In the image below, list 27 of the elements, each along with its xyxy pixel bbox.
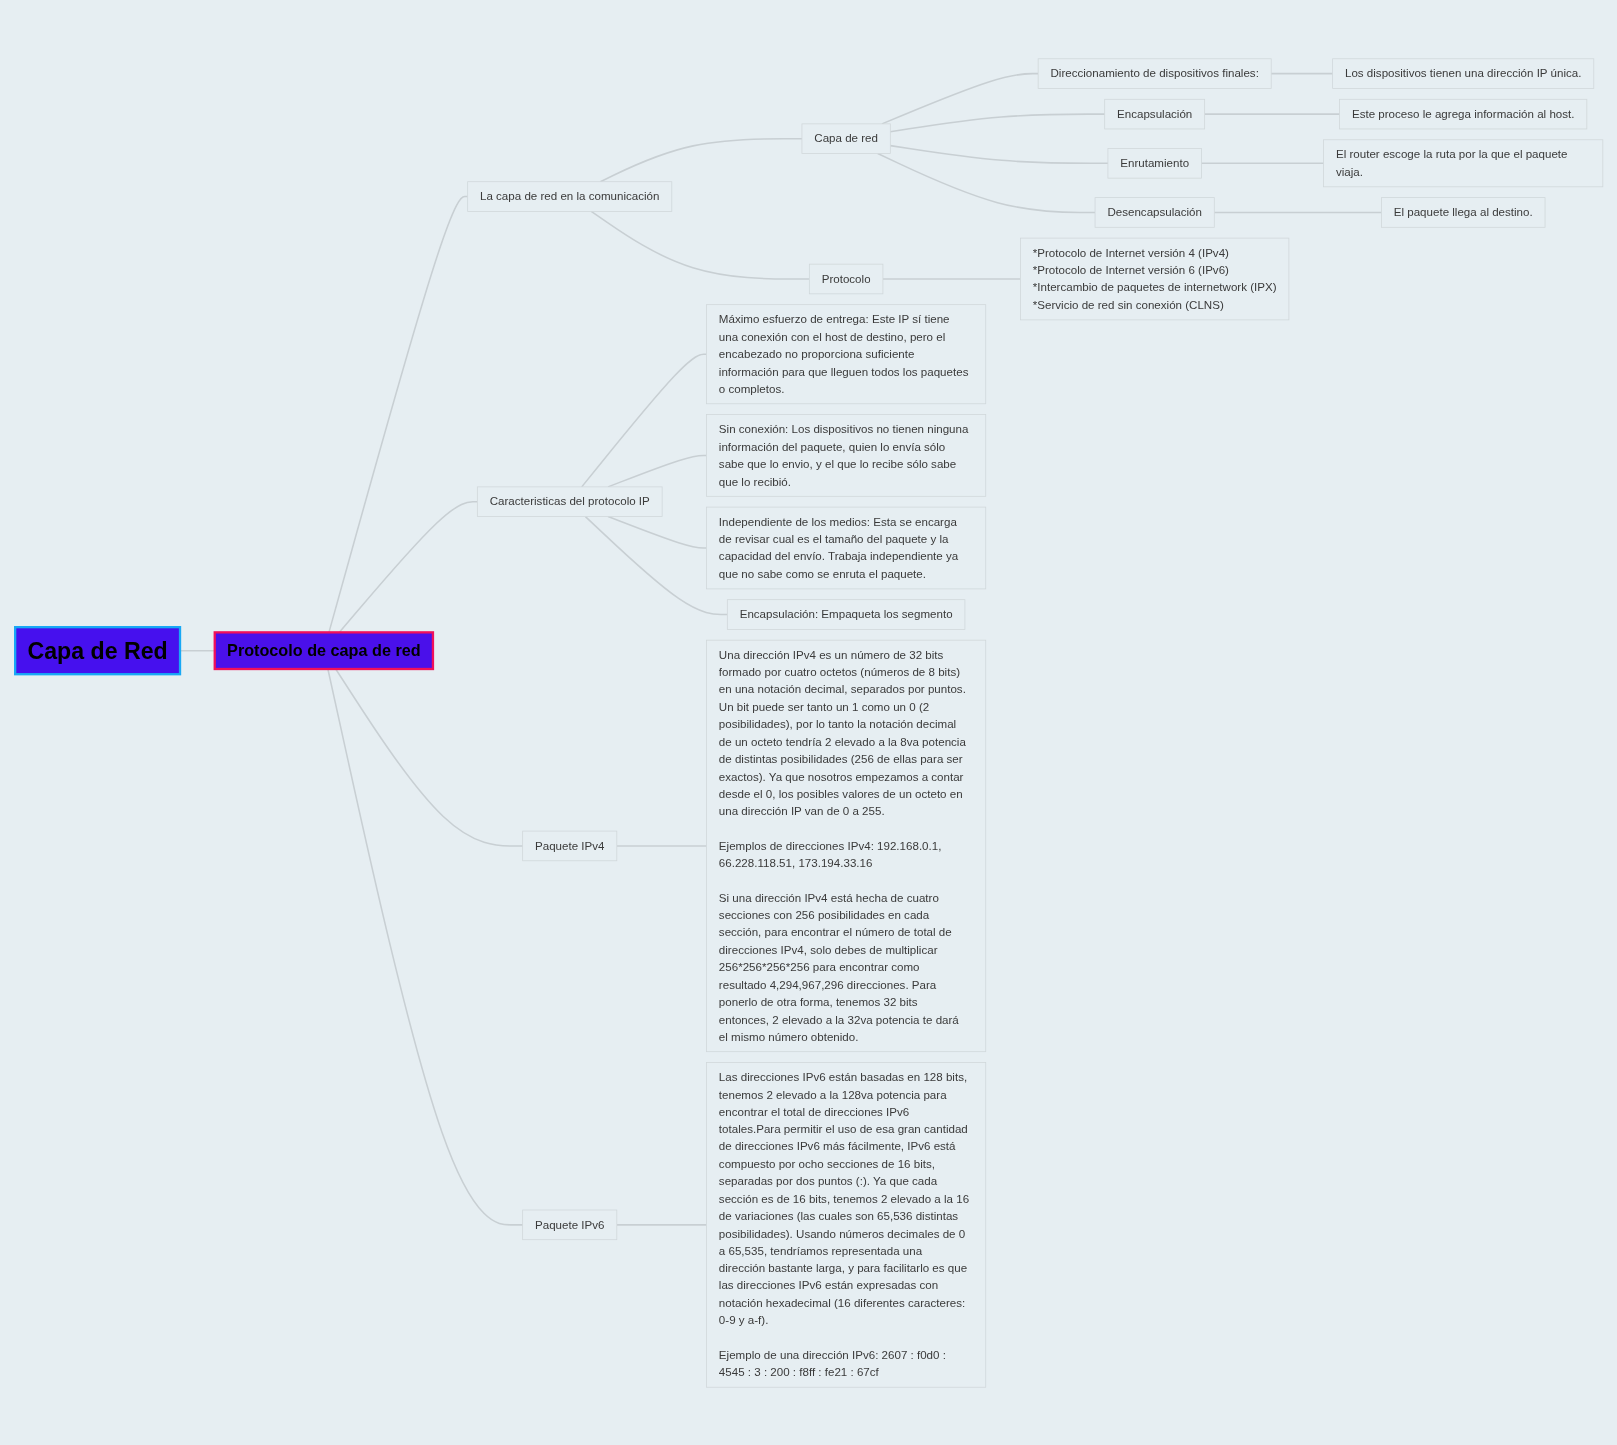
connector (584, 515, 728, 615)
node-box: Direccionamiento de dispositivos finales: (1037, 57, 1272, 89)
connector (589, 210, 810, 280)
node-box: Encapsulación: Empaqueta los segmento (726, 598, 965, 630)
node-box: Protocolo (808, 263, 883, 294)
node-box: Capa de Red (13, 625, 181, 675)
connector (876, 152, 1096, 213)
connector (889, 144, 1109, 164)
connector (599, 137, 803, 182)
node-box: El paquete llega al destino. (1380, 196, 1545, 228)
node-box: Los dispositivos tienen una dirección IP única. (1331, 57, 1594, 89)
node-box: Paquete IPv6 (521, 1209, 617, 1240)
node-box: Las direcciones IPv6 están basadas en 128 bits, tenemos 2 elevado a la 128va potencia para encontrar el total de direcciones IPv6 totales.Para permitir el uso de esa gran cantidad de direcciones IPv6 más fácilmente, IPv6 está compuesto por ocho secciones de 16 bits, separadas por dos puntos (:). Ya que cada sección es de 16 bits, tenemos 2 elevado a la 16 de variaciones (las cuales son 65,536 distintas posibilidades). Usando números decimales de 0 a 65,535, tendríamos representada una dirección bastante larga, y para facilitarlo es que las direcciones IPv6 están expresadas con notación hexadecimal (16 diferentes caracteres: 0-9 y a-f). Ejemplo de una dirección IPv6: 2607 : f0d0 : 4545 : 3 : 200 : f8ff : fe21 : 67cf (705, 1061, 986, 1388)
node-box: Encapsulación (1103, 98, 1205, 129)
node-box: Desencapsulación (1094, 196, 1215, 228)
node-box: Enrutamiento (1107, 147, 1202, 179)
node-box: El router escoge la ruta por la que el paquete viaja. (1322, 138, 1603, 187)
connector (580, 352, 707, 488)
node-box: Sin conexión: Los dispositivos no tienen ninguna información del paquete, quien lo envía sólo sabe que lo envio, y el que lo recibe sólo sabe que lo recibió. (705, 413, 986, 497)
node-box: Protocolo de capa de red (213, 630, 434, 670)
node-box: Caracteristicas del protocolo IP (476, 486, 663, 517)
node-box: La capa de red en la comunicación (466, 180, 672, 212)
node-box: Este proceso le agrega información al host. (1338, 98, 1587, 129)
node-box: Capa de red (801, 122, 891, 154)
node-box: Máximo esfuerzo de entrega: Este IP sí tiene una conexión con el host de destino, pero el encabezado no proporciona suficiente información para que lleguen todos los paquetes o completos. (705, 303, 986, 404)
connector (889, 112, 1105, 133)
node-box: Independiente de los medios: Esta se encarga de revisar cual es el tamaño del paquete y la capacidad del envío. Trabaja independiente ya que no sabe como se enruta el paquete. (705, 506, 986, 589)
